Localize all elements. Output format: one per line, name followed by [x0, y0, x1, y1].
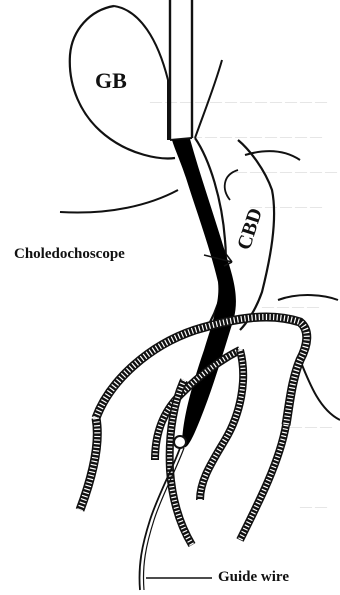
scope-tip-ring: [174, 436, 186, 448]
ampulla-right-lower-fold: [240, 425, 286, 540]
cbd-small-loop: [225, 170, 238, 200]
label-guide-wire: Guide wire: [218, 570, 289, 585]
label-choledochoscope: Choledochoscope: [14, 247, 125, 262]
label-gb: GB: [95, 70, 127, 92]
cystic-duct: [60, 190, 178, 213]
ampulla-left-fold: [80, 418, 97, 510]
liver-edge: [195, 60, 222, 138]
choledochoscope-body: [172, 139, 236, 448]
